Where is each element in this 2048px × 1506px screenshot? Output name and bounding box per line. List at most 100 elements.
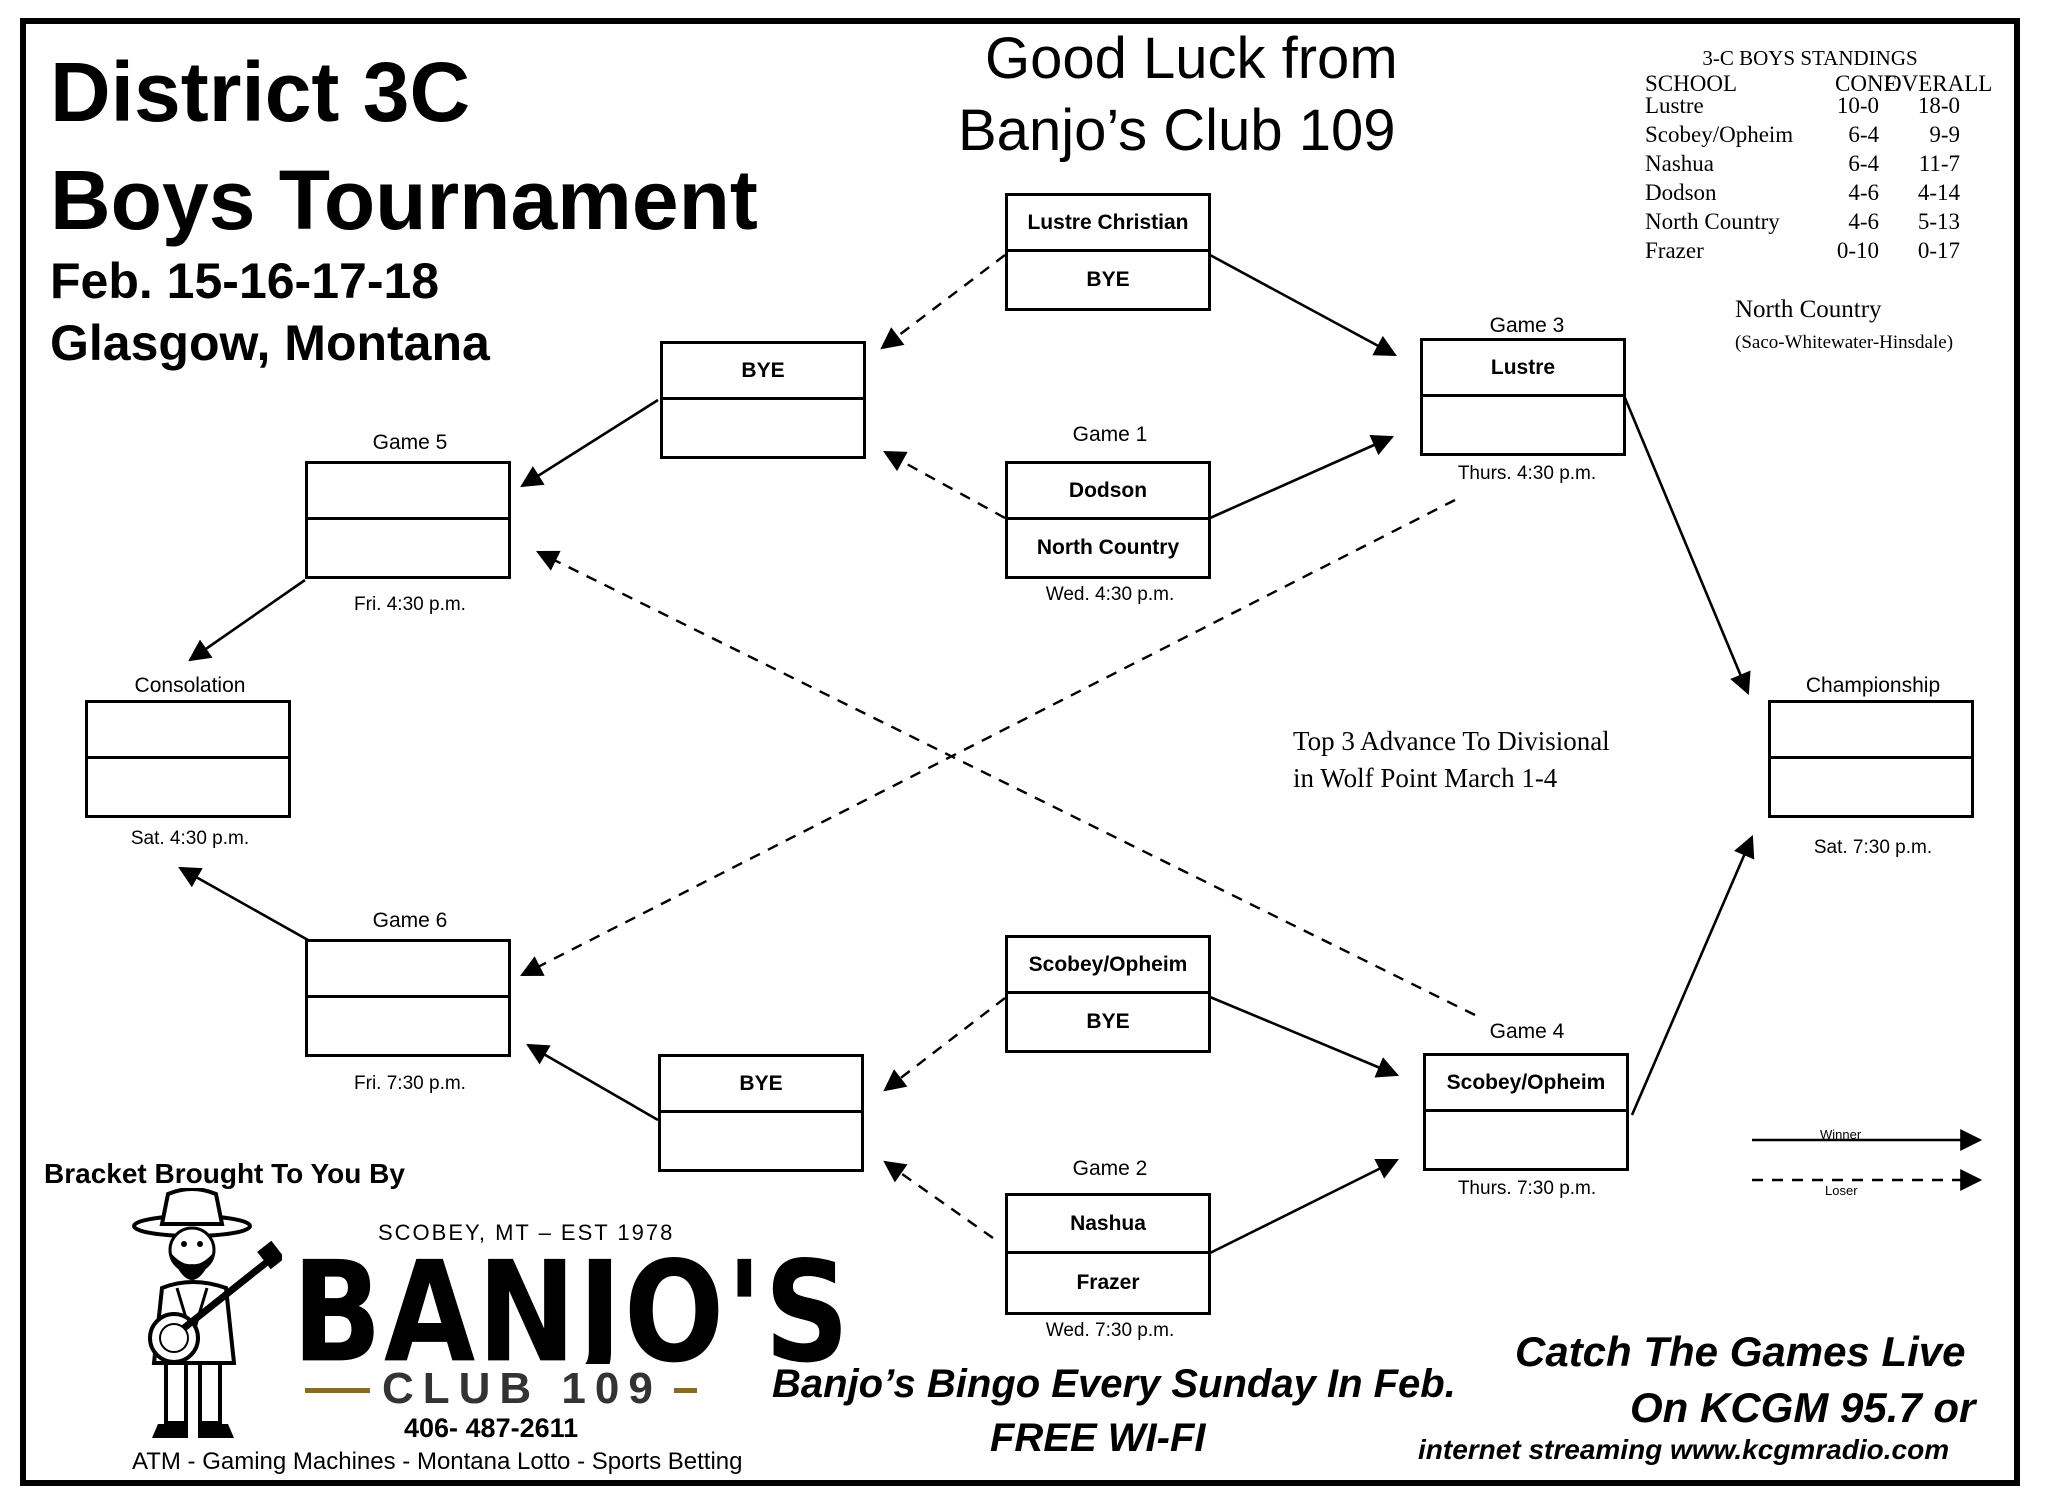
winner-arrow: [1623, 397, 1751, 696]
game2-label: Game 2: [1072, 1157, 1148, 1180]
winner-arrow: [1209, 253, 1397, 357]
game3-box: Lustre: [1420, 338, 1626, 456]
consolation-label: Consolation: [134, 674, 246, 697]
team-slot: [1423, 397, 1623, 453]
team-slot: BYE: [663, 344, 863, 400]
winner-arrow: [1209, 435, 1395, 520]
team-slot: [308, 520, 508, 576]
team-slot: Dodson: [1008, 464, 1208, 520]
standings-col-school: SCHOOL: [1645, 71, 1738, 96]
north-country-note: North Country: [1735, 296, 1882, 323]
radio-line1: Catch The Games Live: [1515, 1328, 1966, 1375]
game6-time: Fri. 7:30 p.m.: [354, 1073, 466, 1094]
game3-time: Thurs. 4:30 p.m.: [1457, 463, 1597, 484]
standings-header-row: SCHOOL CONF. OVERALL: [1645, 71, 1992, 96]
brought-by-label: Bracket Brought To You By: [44, 1158, 405, 1189]
team-slot: [308, 998, 508, 1054]
bye-upper-slot: BYE: [660, 341, 866, 459]
standings-overall: 0-17: [1917, 238, 1960, 263]
game4-label: Game 4: [1489, 1020, 1565, 1043]
standings-school: Nashua: [1645, 151, 1714, 176]
loser-arrow: [883, 1160, 994, 1239]
game3-label: Game 3: [1489, 314, 1565, 337]
team-slot: BYE: [1086, 268, 1130, 291]
standings-col-conf: CONF.: [1835, 71, 1901, 96]
winner-arrow: [178, 866, 309, 942]
logo-tagline: SCOBEY, MT – EST 1978: [378, 1220, 675, 1245]
game6-label: Game 6: [372, 909, 448, 932]
standings-school: North Country: [1645, 209, 1780, 234]
game5-box: [305, 461, 511, 579]
game4-time: Thurs. 7:30 p.m.: [1457, 1178, 1597, 1199]
team-slot: [88, 759, 288, 815]
game5-label: Game 5: [372, 431, 448, 454]
winner-arrow: [188, 578, 306, 662]
radio-line3: internet streaming www.kcgmradio.com: [1418, 1434, 1950, 1465]
game5-time: Fri. 4:30 p.m.: [354, 594, 466, 615]
bingo-line1: Banjo’s Bingo Every Sunday In Feb.: [772, 1362, 1456, 1406]
standings-row: Frazer 0-10 0-17: [1645, 238, 1975, 267]
team-slot: Nashua: [1008, 1196, 1208, 1254]
advance-note-line1: Top 3 Advance To Divisional: [1293, 726, 1610, 756]
game1-label: Game 1: [1072, 423, 1148, 446]
standings-row: Lustre 10-0 18-0: [1645, 93, 1975, 122]
team-slot: Scobey/Opheim: [1426, 1056, 1626, 1112]
game6-box: [305, 939, 511, 1057]
winner-arrow: [1630, 834, 1755, 1116]
tournament-dates: Feb. 15-16-17-18: [50, 253, 440, 309]
logo-club-109: CLUB 109: [370, 1364, 674, 1414]
game1-time: Wed. 4:30 p.m.: [1045, 584, 1175, 605]
page-title-line1: District 3C: [50, 45, 471, 139]
game2-time: Wed. 7:30 p.m.: [1045, 1320, 1175, 1341]
standings-conf: 0-10: [1836, 238, 1879, 263]
winner-arrow: [526, 1043, 659, 1122]
championship-time: Sat. 7:30 p.m.: [1813, 837, 1933, 858]
loser-arrow: [883, 997, 1006, 1092]
team-slot: [308, 464, 508, 520]
standings-table: 3-C BOYS STANDINGS SCHOOL CONF. OVERALL …: [1645, 46, 1992, 267]
standings-school: Lustre: [1645, 93, 1704, 118]
standings-conf: 4-6: [1848, 209, 1879, 234]
team-slot: [1771, 759, 1971, 815]
loser-arrow: [883, 450, 1006, 520]
sponsor-services: ATM - Gaming Machines - Montana Lotto - …: [132, 1448, 743, 1475]
standings-overall: 4-14: [1917, 180, 1960, 205]
standings-conf: 10-0: [1836, 93, 1879, 118]
wifi-line: FREE WI-FI: [990, 1416, 1206, 1460]
team-slot: [1426, 1112, 1626, 1168]
consolation-box: [85, 700, 291, 818]
team-slot: Scobey/Opheim: [1008, 938, 1208, 994]
north-country-note-detail: (Saco-Whitewater-Hinsdale): [1735, 332, 1954, 353]
advance-note-line2: in Wolf Point March 1-4: [1293, 763, 1558, 793]
team-slot: BYE: [661, 1057, 861, 1113]
team-slot: Lustre: [1423, 341, 1623, 397]
game4-box: Scobey/Opheim: [1423, 1053, 1629, 1171]
standings-school: Frazer: [1645, 238, 1704, 263]
sponsor-greeting-line2: Banjo’s Club 109: [958, 98, 1396, 163]
banjo-player-mascot-icon: [132, 1188, 282, 1438]
legend-winner-label: Winner: [1820, 1127, 1862, 1142]
consolation-time: Sat. 4:30 p.m.: [130, 828, 250, 849]
loser-arrow: [880, 254, 1006, 350]
game1-box: Dodson North Country: [1005, 461, 1211, 579]
standings-overall: 9-9: [1929, 122, 1960, 147]
loser-arrow: [520, 498, 1456, 977]
standings-conf: 6-4: [1848, 151, 1879, 176]
winner-arrow: [520, 398, 659, 488]
team-slot: [663, 400, 863, 456]
team-slot: Frazer: [1076, 1271, 1140, 1294]
standings-overall: 18-0: [1917, 93, 1960, 118]
winner-arrow: [1209, 1158, 1399, 1255]
bye-lower-slot: BYE: [658, 1054, 864, 1172]
standings-school: Scobey/Opheim: [1645, 122, 1794, 147]
team-slot: Lustre Christian: [1008, 196, 1208, 252]
standings-conf: 4-6: [1848, 180, 1879, 205]
team-slot: [88, 703, 288, 759]
sponsor-phone: 406- 487-2611: [404, 1413, 579, 1443]
team-slot: BYE: [1086, 1010, 1130, 1033]
team-slot: [308, 942, 508, 998]
page-title-line2: Boys Tournament: [50, 153, 758, 247]
